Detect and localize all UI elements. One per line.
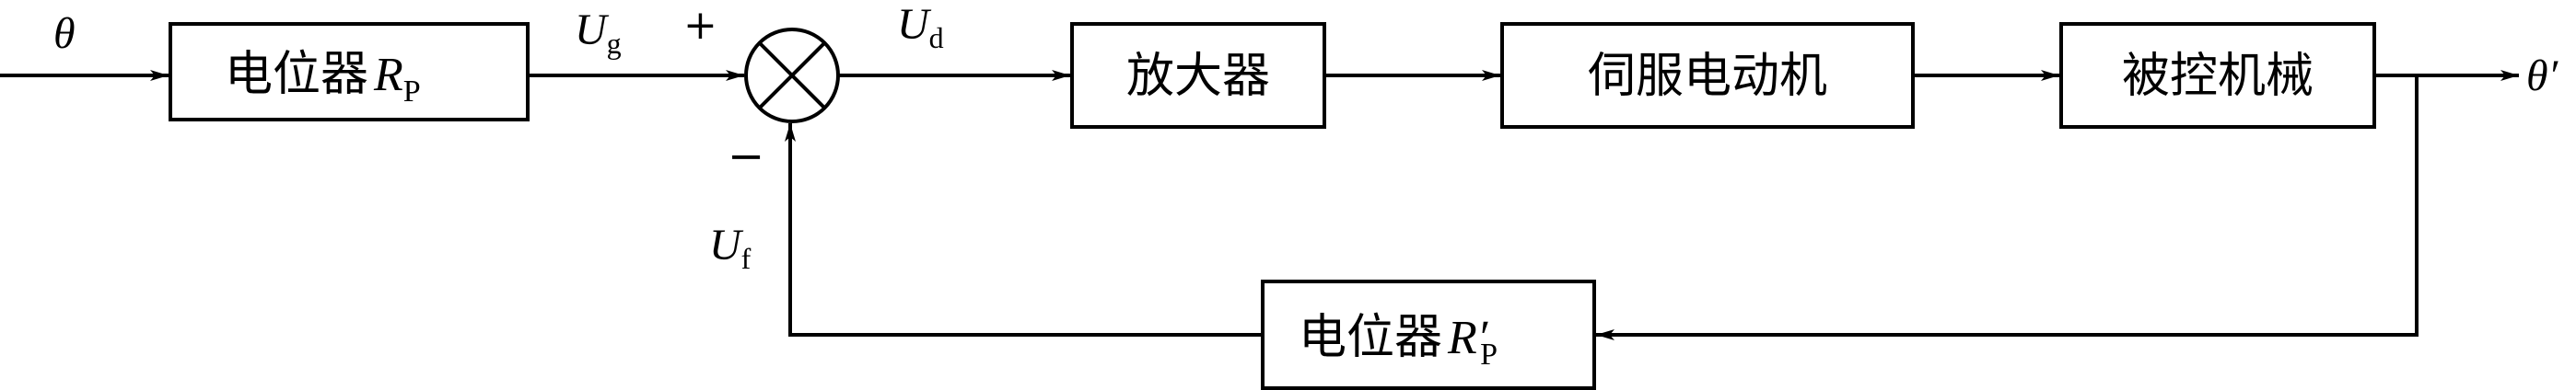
input-signal-label: θ <box>53 9 76 58</box>
amplifier-label: 放大器 <box>1126 49 1270 104</box>
potentiometer-feedback-sub: P <box>1480 338 1498 372</box>
svg-text:Ug: Ug <box>575 6 622 60</box>
uf-sub: f <box>741 242 752 275</box>
ug-sub: g <box>607 27 622 60</box>
potentiometer-feedback-label: 电位器 <box>1299 310 1442 365</box>
amplifier-block: 放大器 <box>1070 22 1326 129</box>
output-signal-label: θ′ <box>2526 52 2559 100</box>
svg-text:Ud: Ud <box>897 0 944 54</box>
plant-label: 被控机械 <box>2122 49 2314 104</box>
svg-text:Uf: Uf <box>709 221 752 275</box>
uf-var: U <box>709 221 744 270</box>
potentiometer-feedback-var: R′ <box>1447 312 1489 364</box>
potentiometer-input-sub: P <box>403 75 421 109</box>
ud-var: U <box>897 0 932 49</box>
feedback-pickoff-line <box>1596 75 2419 340</box>
feedback-return-line <box>785 123 1263 337</box>
servo-motor-label: 伺服电动机 <box>1588 49 1827 104</box>
ud-sub: d <box>929 21 944 54</box>
summing-minus-sign: − <box>728 131 764 182</box>
ug-var: U <box>575 6 610 54</box>
potentiometer-input-label: 电位器 <box>225 47 368 102</box>
servo-motor-block: 伺服电动机 <box>1500 22 1915 129</box>
summing-plus-sign: + <box>683 2 717 49</box>
summing-junction <box>744 28 840 123</box>
potentiometer-input-var: R <box>373 49 403 101</box>
plant-block: 被控机械 <box>2059 22 2376 129</box>
